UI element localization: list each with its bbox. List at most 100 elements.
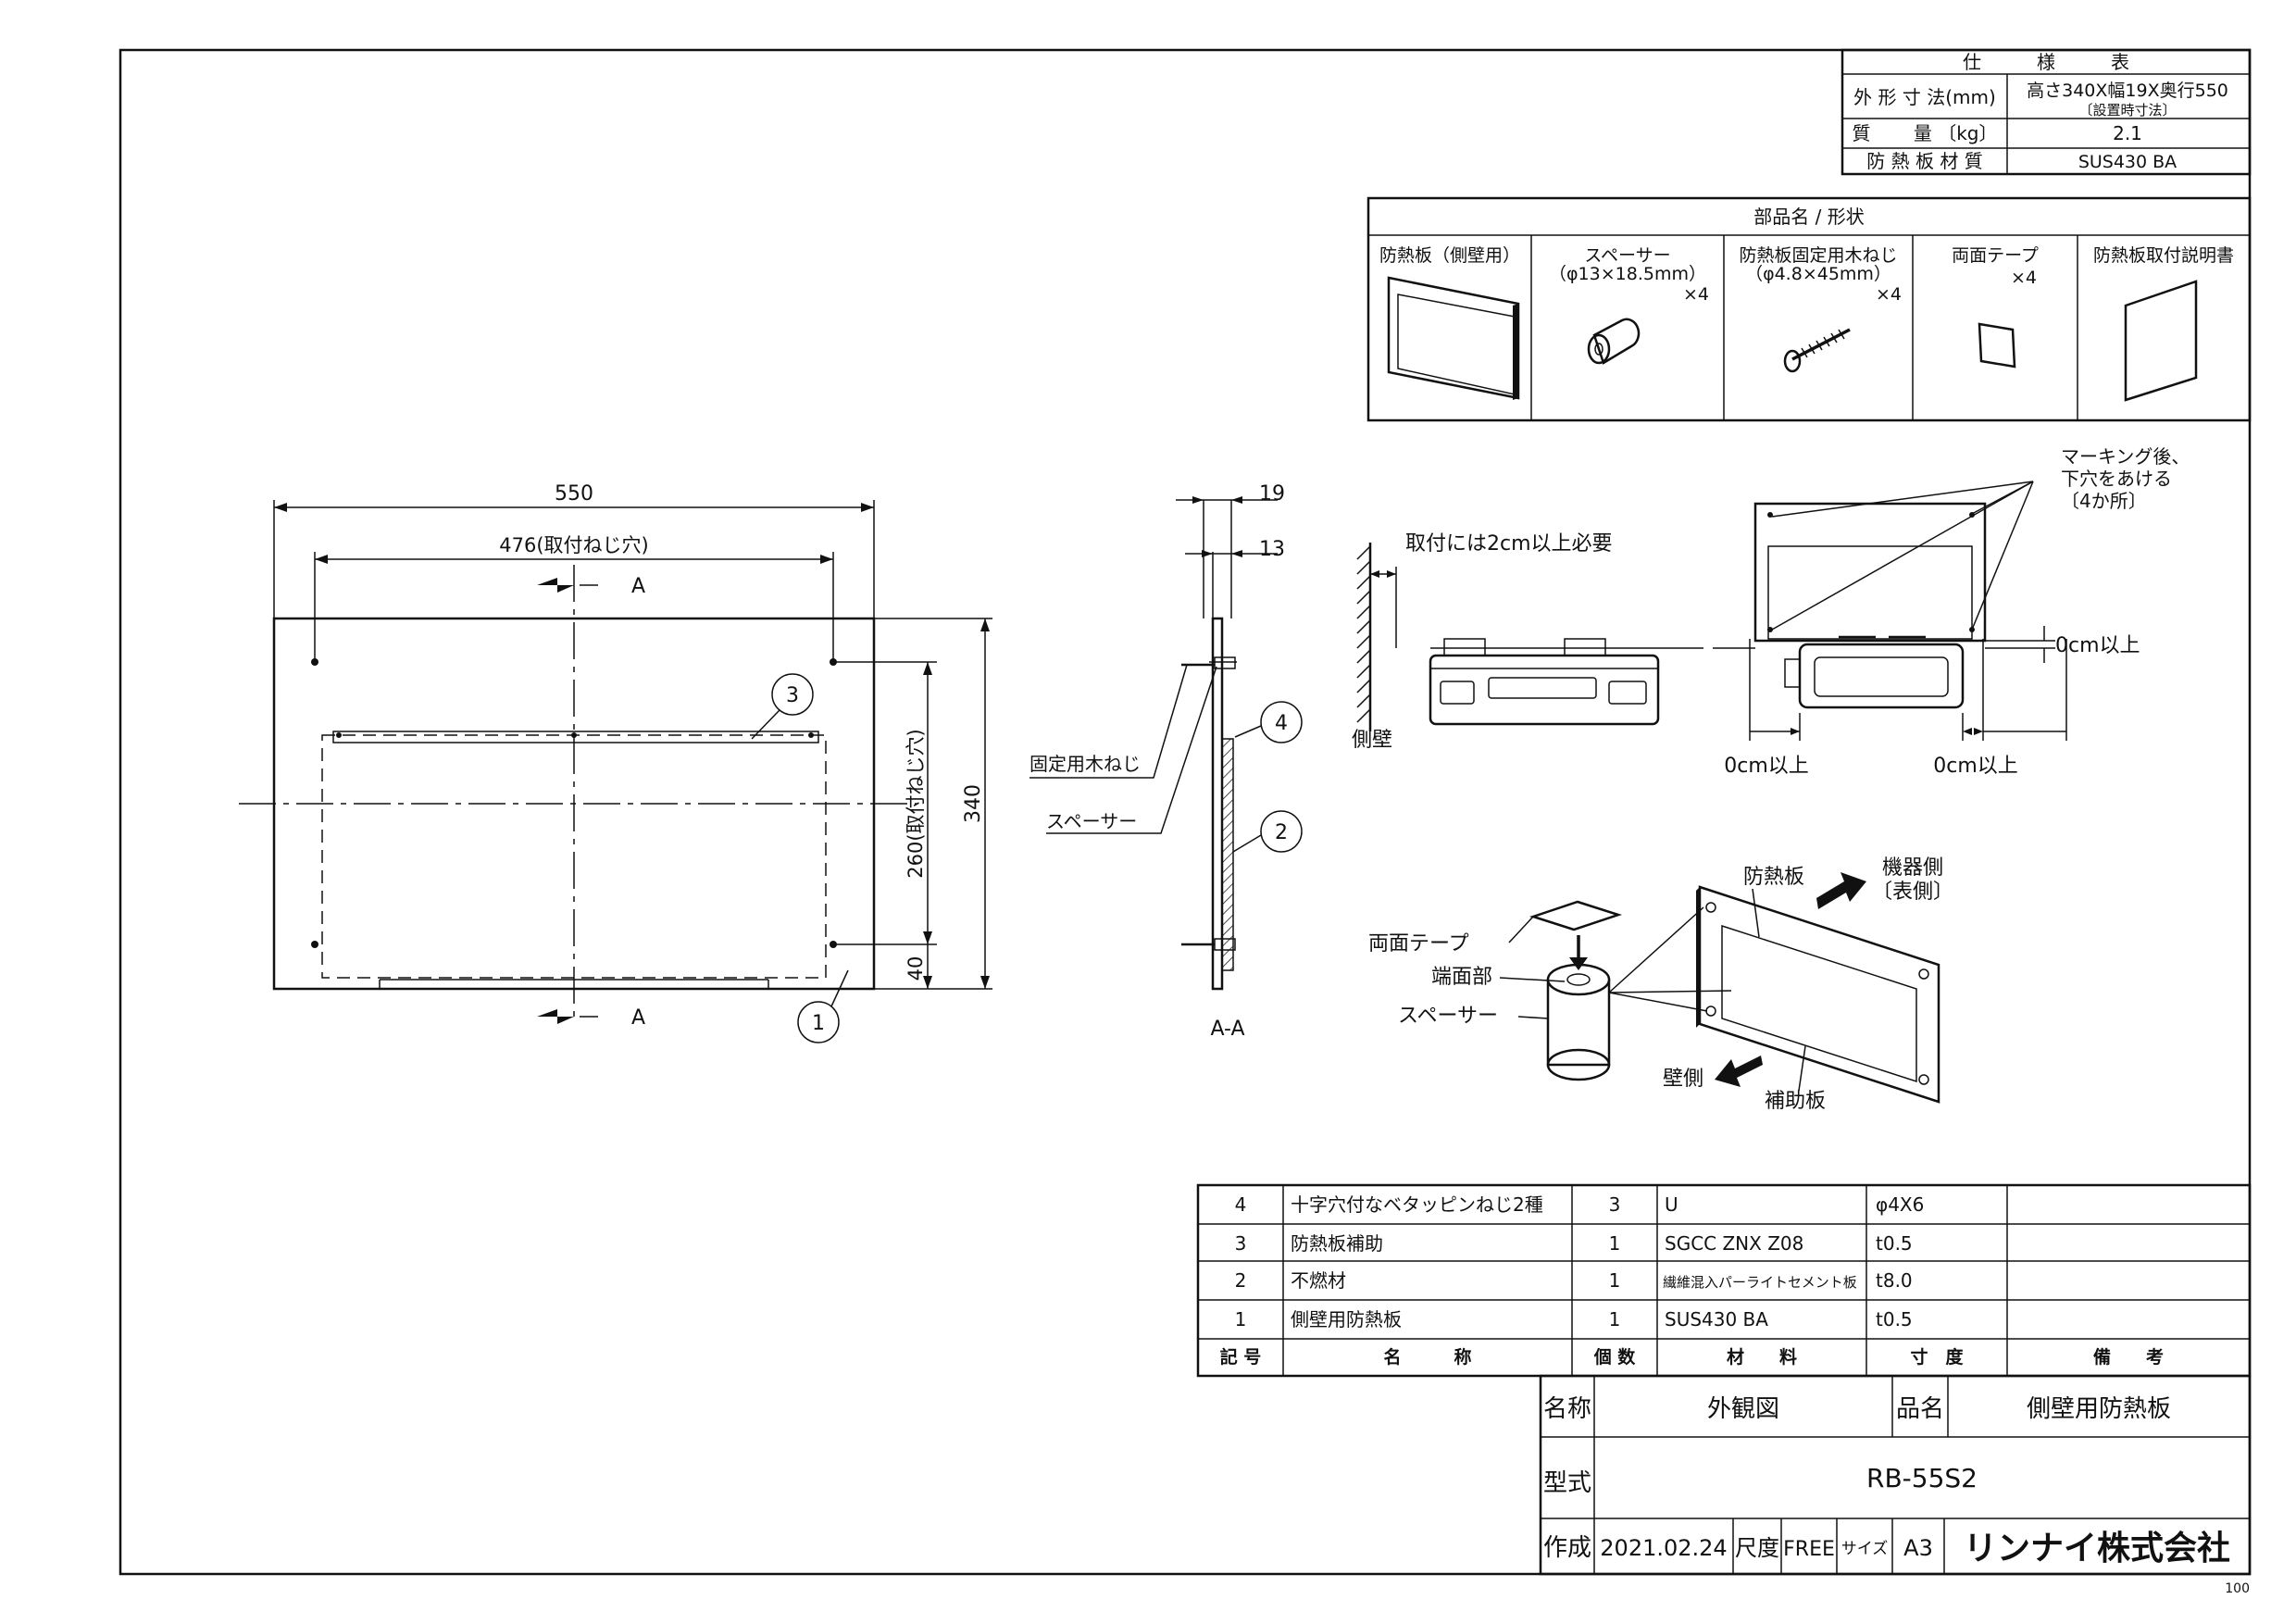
- spec-value-mass: 2.1: [2113, 122, 2142, 144]
- svg-text:1: 1: [1609, 1232, 1621, 1255]
- bom-header-row: 記 号 名 称 個 数 材 料 寸 度 備 考: [1220, 1346, 2164, 1368]
- label-tape-3d: 両面テープ: [1368, 932, 1469, 956]
- install-front-view: 0cm以上 0cm以上 0cm以上 マーキング後、 下穴をあける 〔4か所〕: [1713, 445, 2190, 778]
- svg-text:2: 2: [1235, 1269, 1247, 1292]
- svg-text:側壁用防熱板: 側壁用防熱板: [1291, 1308, 1402, 1330]
- scale-value: FREE: [1783, 1538, 1835, 1561]
- svg-text:備 考: 備 考: [2093, 1346, 2164, 1368]
- spec-table: 仕 様 表 外 形 寸 法(mm) 高さ340X幅19X奥行550 〔設置時寸法…: [1841, 48, 2252, 176]
- part-qty-spacer: ×4: [1683, 284, 1709, 305]
- svg-text:t0.5: t0.5: [1876, 1308, 1913, 1330]
- bom-row: 2 不燃材 1 繊維混入パーライトセメント板 t8.0: [1235, 1269, 1913, 1292]
- svg-text:1: 1: [812, 1012, 825, 1035]
- balloon-2: 2: [1232, 810, 1303, 853]
- spec-label-material: 防 熱 板 材 質: [1866, 150, 1982, 172]
- svg-text:個 数: 個 数: [1593, 1346, 1637, 1368]
- svg-text:材 料: 材 料: [1727, 1346, 1797, 1368]
- bom-row: 1 側壁用防熱板 1 SUS430 BA t0.5: [1235, 1308, 1913, 1330]
- svg-text:U: U: [1665, 1193, 1678, 1216]
- svg-text:3: 3: [786, 684, 799, 707]
- marking-note-3: 〔4か所〕: [2061, 490, 2147, 512]
- label-wall-side: 壁側: [1663, 1068, 1703, 1091]
- svg-text:3: 3: [1235, 1232, 1247, 1255]
- gap-bottom-left: 0cm以上: [1724, 755, 1809, 778]
- label-device-side-sub: 〔表側〕: [1872, 881, 1953, 904]
- balloon-3: 3: [751, 673, 814, 740]
- label-model: 型式: [1543, 1469, 1591, 1497]
- spec-title: 仕 様 表: [1963, 51, 2129, 73]
- label-name: 名称: [1543, 1395, 1591, 1423]
- part-name-spacer: スペーサー: [1584, 245, 1670, 266]
- balloon-1: 1: [797, 969, 849, 1043]
- svg-text:繊維混入パーライトセメント板: 繊維混入パーライトセメント板: [1663, 1274, 1857, 1291]
- clearance-note: 取付には2cm以上必要: [1405, 532, 1613, 556]
- spacer-icon: [1587, 318, 1641, 365]
- svg-text:1: 1: [1609, 1308, 1621, 1330]
- side-view: 19 13 固定用木ねじ スペーサー 4 2 A-A: [1029, 482, 1303, 1041]
- dim-hole-pitch: 476(取付ねじ穴): [499, 534, 648, 556]
- svg-text:1: 1: [1235, 1308, 1247, 1330]
- svg-text:3: 3: [1609, 1193, 1621, 1216]
- created-date: 2021.02.24: [1600, 1535, 1727, 1561]
- svg-text:φ4X6: φ4X6: [1876, 1193, 1924, 1216]
- part-detail-screw: （φ4.8×45mm）: [1745, 264, 1891, 284]
- section-mark-bottom: A: [537, 1006, 645, 1030]
- label-aux-plate: 補助板: [1765, 1090, 1826, 1113]
- svg-text:防熱板補助: 防熱板補助: [1291, 1232, 1383, 1255]
- model-number: RB-55S2: [1866, 1463, 1978, 1493]
- section-caption: A-A: [1210, 1018, 1244, 1041]
- label-device-side: 機器側: [1882, 856, 1943, 880]
- label-spacer-3d: スペーサー: [1398, 1005, 1498, 1028]
- label-made: 作成: [1543, 1534, 1591, 1562]
- balloon-4: 4: [1234, 701, 1303, 743]
- double-sided-tape-icon: [1978, 322, 2016, 369]
- label-end-face: 端面部: [1431, 966, 1492, 989]
- company-name: リンナイ株式会社: [1964, 1530, 2230, 1568]
- parts-table: 部品名 / 形状 防熱板（側壁用） スペーサー （φ13×18.5mm） ×4 …: [1366, 196, 2252, 422]
- wall-side-arrow: [1715, 1056, 1763, 1087]
- paper-size: A3: [1903, 1535, 1933, 1561]
- spec-note-dimensions: 〔設置時寸法〕: [2078, 102, 2176, 119]
- section-mark-top: A: [537, 575, 645, 598]
- dim-spacer-gap: 13: [1259, 538, 1285, 561]
- bom-row: 3 防熱板補助 1 SGCC ZNX Z08 t0.5: [1235, 1232, 1913, 1255]
- dim-hole-height: 260(取付ねじ穴): [905, 729, 927, 878]
- part-qty-screw: ×4: [1876, 284, 1902, 305]
- svg-text:t0.5: t0.5: [1876, 1232, 1913, 1255]
- front-view: 550 476(取付ねじ穴) 340 260(取付ねじ穴) 40 A A: [239, 482, 992, 1043]
- label-plate-3d: 防熱板: [1743, 866, 1804, 889]
- svg-text:1: 1: [1609, 1269, 1621, 1292]
- svg-text:記 号: 記 号: [1220, 1346, 1262, 1368]
- label-size: サイズ: [1841, 1540, 1889, 1558]
- spec-value-dimensions: 高さ340X幅19X奥行550: [2027, 81, 2228, 101]
- device-side-arrow: [1816, 872, 1866, 909]
- part-name-screw: 防熱板固定用木ねじ: [1739, 245, 1897, 266]
- title-block: 名称 外観図 品名 側壁用防熱板 型式 RB-55S2 作成 2021.02.2…: [1539, 1374, 2252, 1576]
- drawing-name: 外観図: [1707, 1395, 1779, 1423]
- spec-label-dimensions: 外 形 寸 法(mm): [1853, 86, 1996, 108]
- svg-text:十字穴付なベタッピンねじ2種: 十字穴付なベタッピンねじ2種: [1291, 1193, 1543, 1216]
- part-qty-tape: ×4: [2011, 268, 2037, 288]
- svg-text:4: 4: [1235, 1193, 1247, 1216]
- label-spacer-side: スペーサー: [1046, 810, 1137, 832]
- dim-width: 550: [555, 482, 593, 506]
- bom-table: 4 十字穴付なベタッピンねじ2種 3 U φ4X6 3 防熱板補助 1 SGCC…: [1196, 1183, 2252, 1378]
- svg-text:2: 2: [1275, 821, 1288, 844]
- spec-label-mass: 質 量 〔kg〕: [1853, 122, 1998, 144]
- marking-note-1: マーキング後、: [2061, 445, 2190, 468]
- bom-row: 4 十字穴付なベタッピンねじ2種 3 U φ4X6: [1235, 1193, 1925, 1216]
- install-side-view: 取付には2cm以上必要 側壁: [1352, 532, 1703, 752]
- svg-text:A: A: [631, 1006, 645, 1030]
- dim-thickness: 19: [1259, 482, 1285, 506]
- part-name-tape: 両面テープ: [1952, 245, 2039, 266]
- svg-text:t8.0: t8.0: [1876, 1269, 1913, 1292]
- parts-title: 部品名 / 形状: [1753, 206, 1864, 228]
- svg-text:SGCC ZNX Z08: SGCC ZNX Z08: [1665, 1232, 1803, 1255]
- part-detail-spacer: （φ13×18.5mm）: [1549, 264, 1706, 284]
- heat-shield-plate-icon: [1387, 276, 1520, 400]
- part-name-manual: 防熱板取付説明書: [2093, 245, 2234, 266]
- wood-screw-icon: [1783, 328, 1851, 373]
- gas-stove-side-icon: [1429, 638, 1703, 726]
- gas-stove-front-icon: [1784, 635, 1965, 709]
